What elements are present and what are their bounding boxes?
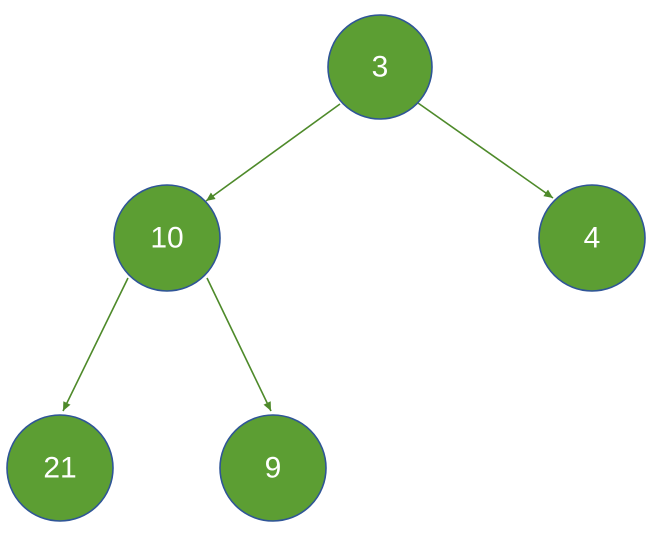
edges: [62, 102, 554, 412]
node-label: 4: [584, 222, 601, 255]
edge-10-to-9: [206, 277, 272, 412]
node-label: 10: [150, 222, 183, 255]
tree-node-3: 3: [327, 14, 433, 120]
node-circle: [327, 14, 433, 120]
node-label: 3: [372, 51, 389, 84]
tree-node-10: 10: [113, 184, 221, 292]
node-label: 21: [43, 452, 76, 485]
node-circle: [6, 414, 114, 522]
node-label: 9: [265, 452, 282, 485]
node-circle: [219, 414, 327, 522]
node-circle: [538, 184, 646, 292]
tree-node-9: 9: [219, 414, 327, 522]
edge-3-to-4: [417, 102, 554, 199]
edge-10-to-21: [62, 277, 129, 412]
tree-node-4: 4: [538, 184, 646, 292]
edge-3-to-10: [205, 103, 341, 202]
node-circle: [113, 184, 221, 292]
tree-node-21: 21: [6, 414, 114, 522]
